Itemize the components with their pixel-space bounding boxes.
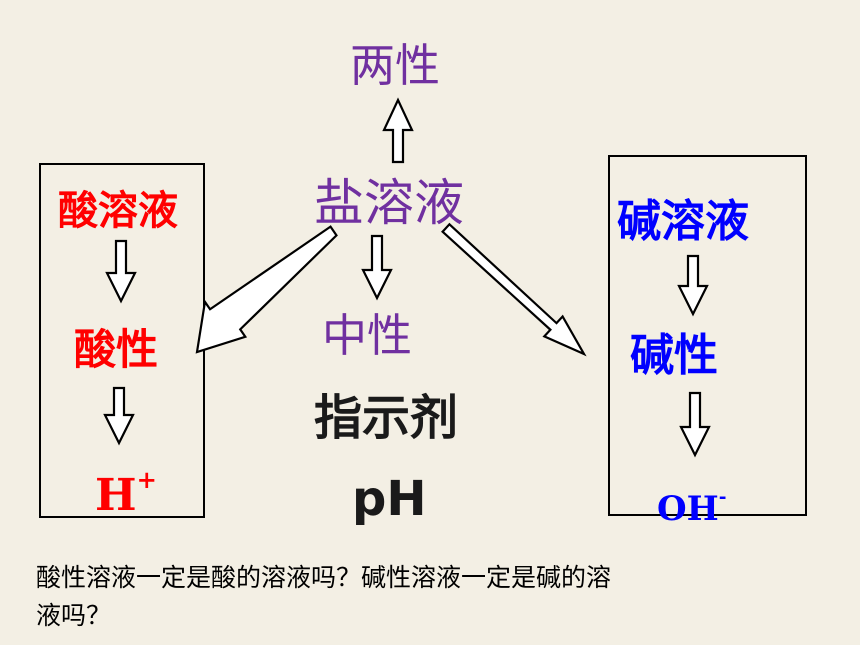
diagonal-arrow-right	[441, 222, 587, 357]
hydrogen-ion-charge: +	[136, 465, 157, 494]
down-arrow-base-1	[677, 254, 709, 317]
salt-solution-label: 盐溶液	[314, 174, 464, 232]
hydrogen-ion-label: H+	[95, 455, 157, 521]
amphoteric-label: 两性	[350, 39, 441, 92]
question-line-1: 酸性溶液一定是酸的溶液吗？碱性溶液一定是碱的溶	[36, 563, 612, 592]
ph-label: pH	[352, 471, 427, 527]
neutral-label: 中性	[322, 309, 413, 362]
down-arrow-acid-1	[105, 239, 137, 304]
hydrogen-ion-symbol: H	[95, 469, 137, 521]
down-arrow-acid-2	[103, 386, 135, 446]
question-line-2: 液吗？	[36, 601, 112, 630]
base-solution-label: 碱溶液	[617, 196, 749, 247]
acid-solution-label: 酸溶液	[58, 187, 178, 234]
hydroxide-ion-charge: -	[718, 486, 727, 508]
base-box	[608, 155, 807, 516]
down-arrow-base-2	[679, 391, 711, 458]
basic-label: 碱性	[630, 330, 718, 381]
up-arrow	[382, 97, 414, 164]
hydroxide-ion-symbol: OH	[657, 488, 719, 529]
indicator-label: 指示剂	[314, 390, 459, 446]
down-arrow-salt-neutral	[361, 234, 393, 301]
diagonal-arrow-left	[195, 225, 338, 354]
hydroxide-ion-label: OH-	[657, 477, 727, 529]
acidic-label: 酸性	[74, 325, 159, 374]
